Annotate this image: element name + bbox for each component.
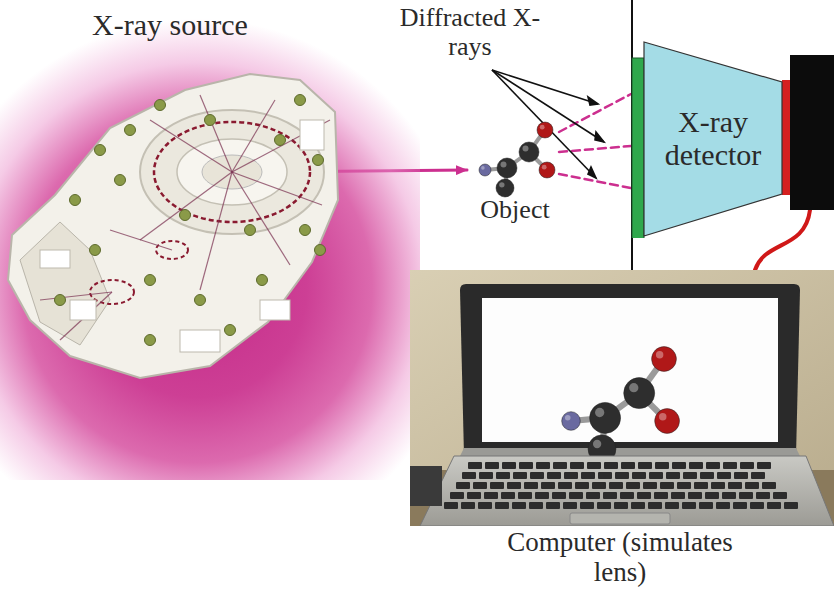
detector-box: X-ray detector (630, 38, 785, 238)
detector-box-label: X-ray detector (644, 105, 782, 171)
connector-line (755, 210, 810, 270)
connector-line (559, 94, 631, 132)
edge-connector (755, 210, 810, 270)
detector-camera (790, 55, 834, 210)
object-molecule: Object (465, 110, 565, 228)
source-region-label: X-ray source (50, 8, 290, 41)
source-region-art (0, 0, 420, 480)
computer-laptop-art (410, 270, 834, 526)
diffraction-label: Diffracted X-rays (392, 4, 548, 61)
computer-laptop-label: Computer (simulates lens) (500, 528, 740, 587)
object-molecule-label: Object (465, 196, 565, 225)
pointer-arrows (492, 70, 604, 178)
computer-laptop: Computer (simulates lens) (410, 270, 834, 593)
source-region: X-ray source (0, 0, 420, 480)
edge-connector (559, 94, 631, 188)
detector-sensor (782, 80, 790, 195)
